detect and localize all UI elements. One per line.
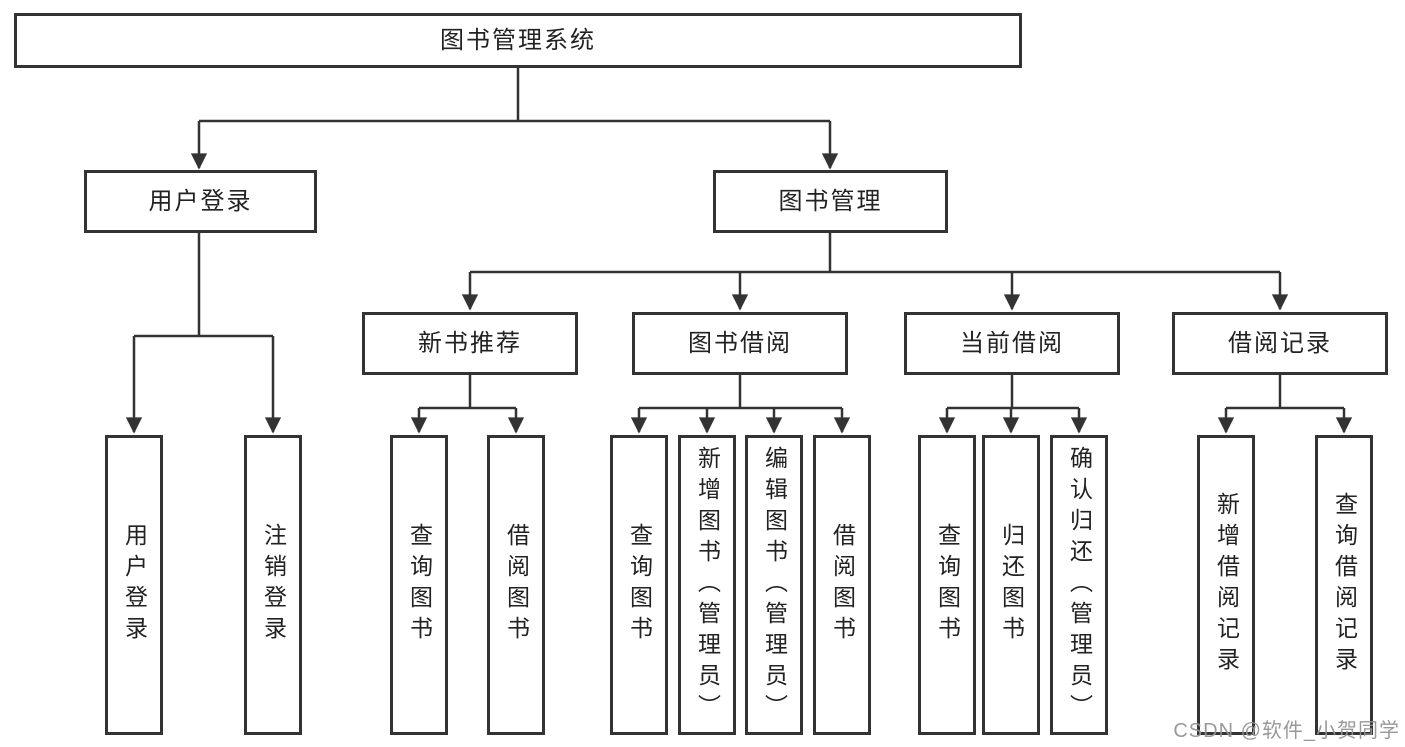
node-user-login: 用户登录 <box>84 170 317 233</box>
leaf-recommend-query-books: 查询图书 <box>390 435 448 735</box>
node-current-borrow: 当前借阅 <box>904 312 1120 375</box>
connector-login-trunk <box>134 233 273 338</box>
node-label: 用户登录 <box>121 523 148 647</box>
node-label: 注销登录 <box>260 523 287 647</box>
leaf-borrow-books: 借阅图书 <box>813 435 871 735</box>
node-label: 借阅记录 <box>1228 329 1332 357</box>
node-label: 确认归还（管理员） <box>1066 445 1093 725</box>
csdn-watermark: CSDN @软件_小贺同学 <box>1173 720 1400 742</box>
leaf-add-borrow-record: 新增借阅记录 <box>1197 435 1255 735</box>
node-book-borrow: 图书借阅 <box>632 312 848 375</box>
node-label: 新增借阅记录 <box>1213 492 1240 678</box>
node-label: 查询图书 <box>406 523 433 647</box>
node-label: 新增图书（管理员） <box>694 445 721 725</box>
node-label: 查询借阅记录 <box>1331 492 1358 678</box>
node-new-book-recommend: 新书推荐 <box>362 312 578 375</box>
node-label: 查询图书 <box>626 523 653 647</box>
node-library-management-system: 图书管理系统 <box>14 13 1022 68</box>
leaf-confirm-return-admin: 确认归还（管理员） <box>1050 435 1108 735</box>
connector-current-trunk <box>947 375 1079 410</box>
leaf-query-borrow-record: 查询借阅记录 <box>1315 435 1373 735</box>
node-label: 新书推荐 <box>418 329 522 357</box>
leaf-user-login: 用户登录 <box>105 435 163 735</box>
leaf-edit-books-admin: 编辑图书（管理员） <box>745 435 803 735</box>
node-borrow-records: 借阅记录 <box>1172 312 1388 375</box>
node-label: 当前借阅 <box>960 329 1064 357</box>
node-label: 图书借阅 <box>688 329 792 357</box>
connector-borrow-trunk <box>639 375 842 410</box>
node-label: 借阅图书 <box>503 523 530 647</box>
connector-recommend-trunk <box>419 375 516 410</box>
leaf-borrow-query-books: 查询图书 <box>610 435 668 735</box>
connector-mgmt-trunk <box>470 233 1280 274</box>
leaf-add-books-admin: 新增图书（管理员） <box>678 435 736 735</box>
leaf-current-query-books: 查询图书 <box>918 435 976 735</box>
node-label: 借阅图书 <box>829 523 856 647</box>
node-label: 图书管理 <box>778 187 883 215</box>
node-label: 编辑图书（管理员） <box>761 445 788 725</box>
connector-records-trunk <box>1226 375 1344 410</box>
node-label: 查询图书 <box>934 523 961 647</box>
connector-root-trunk <box>199 68 830 123</box>
leaf-logout: 注销登录 <box>244 435 302 735</box>
leaf-recommend-borrow-books: 借阅图书 <box>487 435 545 735</box>
node-label: 用户登录 <box>148 187 253 215</box>
node-book-management: 图书管理 <box>713 170 948 233</box>
node-label: 图书管理系统 <box>440 26 596 54</box>
leaf-return-books: 归还图书 <box>982 435 1040 735</box>
node-label: 归还图书 <box>998 523 1025 647</box>
